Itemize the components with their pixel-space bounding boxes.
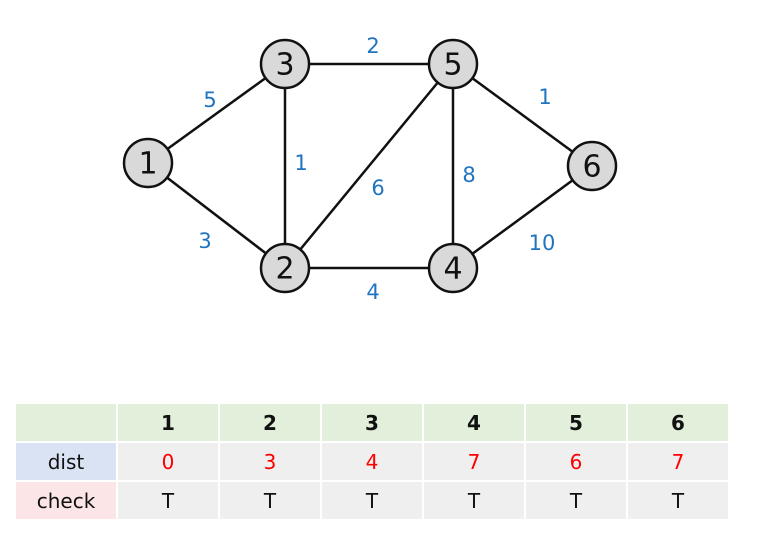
node-label: 6	[582, 150, 601, 185]
node-circle	[427, 38, 479, 90]
dist-cell: 0	[118, 443, 218, 480]
table-header-cell: 5	[526, 404, 626, 441]
graph-node-5: 5	[427, 38, 479, 90]
graph-diagram: 5 3 2 1 6 4 8 1 10 1 2 3 4 5 6	[122, 34, 618, 304]
node-circle	[259, 242, 311, 294]
graph-node-6: 6	[566, 140, 618, 192]
table-header-cell: 1	[118, 404, 218, 441]
check-cell: T	[424, 482, 524, 519]
edge-weight-5-6: 1	[538, 85, 551, 109]
table-header-cell: 6	[628, 404, 728, 441]
edge-2-5	[284, 63, 454, 269]
check-cell: T	[526, 482, 626, 519]
graph-node-4: 4	[427, 242, 479, 294]
node-label: 4	[443, 252, 462, 287]
node-circle	[566, 140, 618, 192]
graph-node-3: 3	[259, 38, 311, 90]
edge-weight-1-2: 3	[198, 229, 211, 253]
check-cell: T	[118, 482, 218, 519]
distance-table: 1 2 3 4 5 6 dist 0 3 4 7 6 7 check T T T…	[14, 402, 730, 521]
check-cell: T	[322, 482, 422, 519]
dist-cell: 6	[526, 443, 626, 480]
table-row-check: check T T T T T T	[16, 482, 728, 519]
edge-weight-5-4: 8	[462, 163, 475, 187]
graph-node-2: 2	[259, 242, 311, 294]
row-label-dist: dist	[16, 443, 116, 480]
nodes-layer: 1 2 3 4 5 6	[122, 38, 618, 294]
edges-layer	[147, 62, 593, 270]
check-cell: T	[628, 482, 728, 519]
table-header-cell: 2	[220, 404, 320, 441]
row-label-check: check	[16, 482, 116, 519]
node-circle	[259, 38, 311, 90]
table-corner-cell	[16, 404, 116, 441]
table-header-cell: 4	[424, 404, 524, 441]
dist-cell: 7	[628, 443, 728, 480]
table-header-cell: 3	[322, 404, 422, 441]
edge-4-6	[452, 164, 593, 270]
table-row-dist: dist 0 3 4 7 6 7	[16, 443, 728, 480]
node-circle	[122, 137, 174, 189]
dist-cell: 4	[322, 443, 422, 480]
edge-weight-4-6: 10	[529, 231, 556, 255]
node-label: 2	[275, 252, 294, 287]
edge-weight-3-5: 2	[366, 34, 379, 58]
node-label: 1	[138, 147, 157, 182]
edge-weight-3-2: 1	[294, 151, 307, 175]
edge-5-6	[452, 62, 593, 168]
node-label: 5	[443, 48, 462, 83]
node-label: 3	[275, 48, 294, 83]
dist-cell: 7	[424, 443, 524, 480]
edge-1-2	[147, 162, 286, 269]
weights-layer: 5 3 2 1 6 4 8 1 10	[198, 34, 555, 304]
edge-1-3	[147, 62, 286, 165]
table-header-row: 1 2 3 4 5 6	[16, 404, 728, 441]
dist-cell: 3	[220, 443, 320, 480]
edge-weight-2-4: 4	[366, 280, 379, 304]
graph-node-1: 1	[122, 137, 174, 189]
edge-weight-2-5: 6	[371, 176, 384, 200]
node-circle	[427, 242, 479, 294]
check-cell: T	[220, 482, 320, 519]
edge-weight-1-3: 5	[203, 88, 216, 112]
